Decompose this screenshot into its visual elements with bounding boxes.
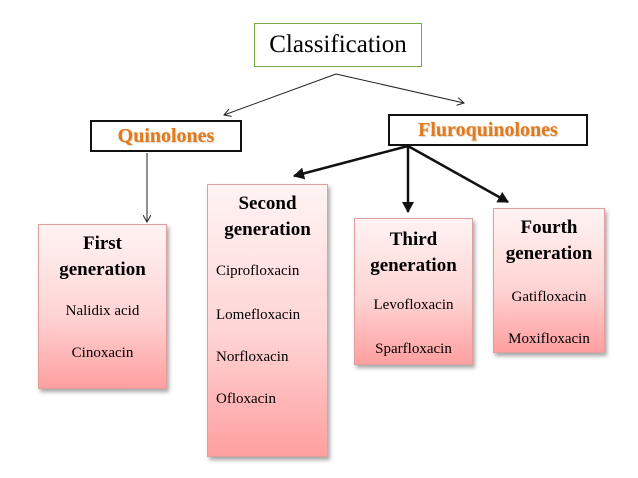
- second-generation-title: Second generation: [208, 191, 327, 243]
- second-generation-node: Second generation Ciprofloxacin Lomeflox…: [207, 184, 328, 457]
- fluoroquinolones-label: Fluroquinolones: [418, 118, 558, 141]
- drug-sparfloxacin: Sparfloxacin: [375, 341, 452, 357]
- drug-gatifloxacin: Gatifloxacin: [511, 289, 587, 305]
- drug-norfloxacin: Norfloxacin: [216, 349, 289, 365]
- fluoroquinolones-node: Fluroquinolones: [388, 114, 588, 146]
- third-generation-title-line2: generation: [370, 255, 457, 276]
- drug-moxifloxacin: Moxifloxacin: [508, 331, 590, 347]
- arrow-fluoro-to-second: [293, 144, 409, 180]
- fourth-generation-title-line2: generation: [505, 243, 593, 264]
- first-generation-title: First generation: [39, 231, 166, 283]
- fourth-generation-title-line1: Fourth: [520, 217, 578, 238]
- third-generation-title-line1: Third: [389, 229, 438, 250]
- second-generation-title-line2: generation: [224, 219, 311, 240]
- fourth-generation-title: Fourth generation: [494, 215, 604, 267]
- classification-root-node: Classification: [254, 23, 422, 67]
- fourth-generation-node: Fourth generation Gatifloxacin Moxifloxa…: [493, 208, 605, 353]
- first-generation-title-line2: generation: [59, 259, 146, 280]
- root-label: Classification: [269, 31, 407, 58]
- drug-levofloxacin: Levofloxacin: [373, 297, 454, 313]
- drug-ofloxacin: Ofloxacin: [216, 391, 276, 407]
- first-generation-title-line1: First: [82, 233, 123, 254]
- arrow-root-to-quinolones: [224, 73, 337, 115]
- third-generation-title: Third generation: [355, 227, 472, 279]
- drug-ciprofloxacin: Ciprofloxacin: [216, 263, 300, 279]
- arrow-fluoro-to-fourth: [407, 144, 509, 204]
- first-generation-node: First generation Nalidix acid Cinoxacin: [38, 224, 167, 389]
- quinolones-label: Quinolones: [117, 124, 215, 147]
- drug-cinoxacin: Cinoxacin: [71, 345, 134, 361]
- arrow-root-to-fluoroquinolones: [335, 73, 464, 103]
- third-generation-node: Third generation Levofloxacin Sparfloxac…: [354, 218, 473, 365]
- drug-lomefloxacin: Lomefloxacin: [216, 307, 301, 323]
- second-generation-title-line1: Second: [238, 193, 297, 214]
- quinolones-node: Quinolones: [90, 120, 242, 152]
- drug-nalidix-acid: Nalidix acid: [65, 303, 140, 319]
